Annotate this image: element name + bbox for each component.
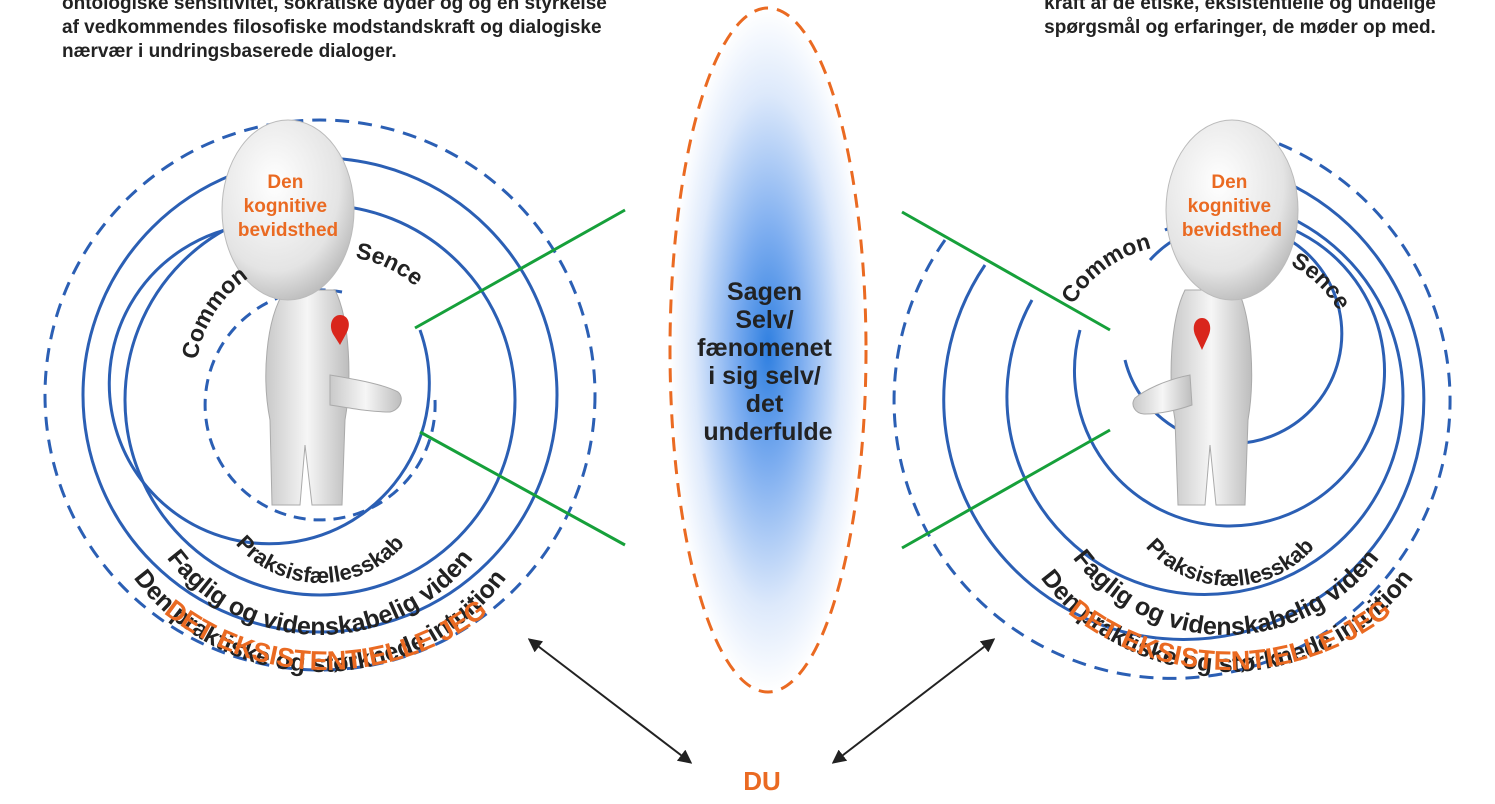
left-head <box>221 119 355 301</box>
center-glow <box>670 8 866 692</box>
right-common-label: Common <box>1056 228 1154 308</box>
right-head-line-2: kognitive <box>1188 196 1271 217</box>
left-head-line-2: kognitive <box>244 196 327 217</box>
left-arm <box>329 374 402 413</box>
center-line-6: underfulde <box>703 418 832 446</box>
right-head <box>1165 119 1299 301</box>
right-arm <box>1132 374 1193 415</box>
right-green-line-top <box>901 210 1111 332</box>
left-circle-5 <box>43 118 597 672</box>
top-left-line-2: af vedkommendes filosofiske modstandskra… <box>62 17 602 38</box>
left-common-label: Common <box>176 261 251 361</box>
left-green-line-bottom <box>419 430 626 547</box>
right-figure: Den kognitive bevidsthed <box>1132 119 1299 506</box>
right-green-line-bottom <box>901 428 1111 550</box>
left-circle-2 <box>107 222 431 546</box>
svg-text:Sence: Sence <box>354 237 429 290</box>
left-head-line-1: Den <box>267 172 303 193</box>
center-line-4: i sig selv/ <box>708 362 821 390</box>
top-left-line-3: nærvær i undringsbaserede dialoger. <box>62 41 397 62</box>
svg-text:Common: Common <box>1056 228 1154 308</box>
right-praksis-label: Praksisfællesskab <box>1142 533 1319 591</box>
left-head-line-3: bevidsthed <box>238 220 338 241</box>
left-sence-label: Sence <box>354 237 429 290</box>
du-label: DU <box>743 766 781 796</box>
svg-text:Den kognitive bevi: Den kognitive bevidsthed <box>1182 172 1282 241</box>
top-right-line-2: spørgsmål og erfaringer, de møder op med… <box>1044 17 1436 38</box>
right-body <box>1170 289 1253 506</box>
left-praksis-label: Praksisfællesskab <box>232 530 409 588</box>
left-arrow <box>527 638 693 764</box>
left-figure: Den kognitive bevidsthed <box>221 119 402 506</box>
center-line-3: fænomenet <box>697 334 832 362</box>
left-green-line-top <box>414 208 626 330</box>
right-circle-4 <box>942 158 1426 641</box>
right-circle-3 <box>1005 196 1405 596</box>
right-arrow <box>831 638 996 764</box>
svg-text:Common: Common <box>176 261 251 361</box>
center-line-1: Sagen <box>727 278 802 306</box>
svg-text:Sagen Selv/ fænome: Sagen Selv/ fænomenet i sig selv/ det un… <box>697 278 839 446</box>
center-line-2: Selv/ <box>735 306 793 334</box>
center-lens: Sagen Selv/ fænomenet i sig selv/ det un… <box>668 6 868 694</box>
right-circle-5 <box>892 123 1452 680</box>
right-head-line-1: Den <box>1211 172 1247 193</box>
left-circle-1 <box>203 288 437 522</box>
svg-text:Den kognitive bevi: Den kognitive bevidsthed <box>238 172 338 241</box>
center-dashed-outline <box>668 6 868 694</box>
right-head-line-3: bevidsthed <box>1182 220 1282 241</box>
svg-text:Praksisfællesskab: Praksisfællesskab <box>232 530 409 588</box>
top-left-text: ontologiske sensitivitet, sokratiske dyd… <box>62 0 702 64</box>
right-heart-icon <box>1193 318 1211 350</box>
svg-text:Praksisfællesskab: Praksisfællesskab <box>1142 533 1319 591</box>
center-line-5: det <box>746 390 784 418</box>
left-heart-icon <box>330 315 349 345</box>
top-right-text: kraft af de etiske, eksistentielle og un… <box>990 0 1490 40</box>
top-left-line-1: ontologiske sensitivitet, sokratiske dyd… <box>62 0 607 14</box>
top-right-line-1: kraft af de etiske, eksistentielle og un… <box>1044 0 1436 14</box>
